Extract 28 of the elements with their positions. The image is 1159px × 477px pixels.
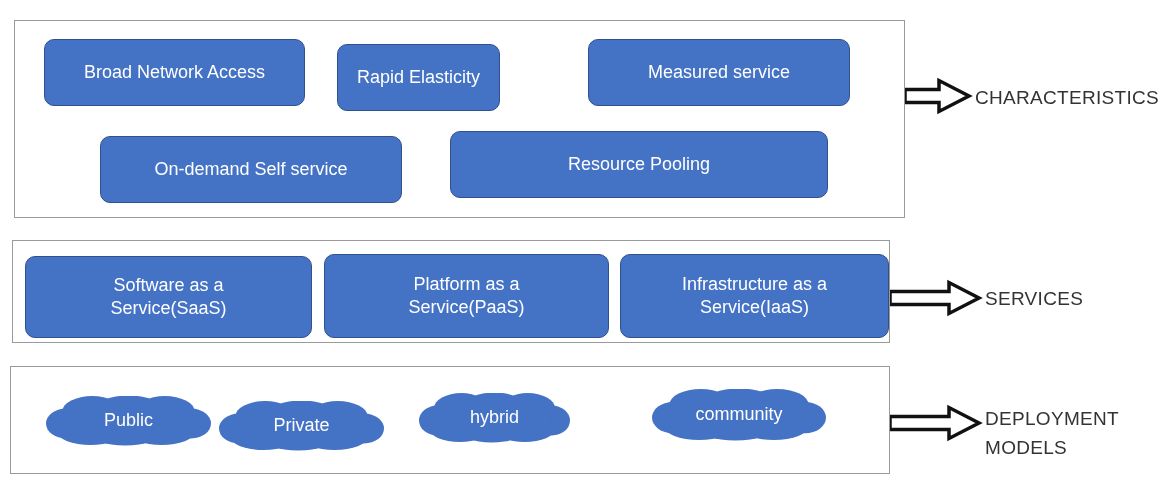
layer-panel (12, 240, 890, 343)
block-arrow (903, 77, 973, 115)
rounded-box (324, 254, 609, 338)
layer-label: DEPLOYMENT MODELS (985, 405, 1150, 462)
layer-label: SERVICES (985, 285, 1105, 314)
box-label: Infrastructure as a Service(IaaS) (680, 272, 829, 319)
block-arrow (888, 404, 983, 442)
box-label: Platform as a Service(PaaS) (407, 272, 526, 319)
box-label: Private (273, 414, 330, 438)
block-arrow (888, 279, 983, 317)
rounded-box (25, 256, 312, 338)
rounded-box (44, 39, 305, 106)
box-label: Broad Network Access (83, 60, 266, 84)
box-label: Public (104, 409, 153, 433)
box-label: Software as a Service(SaaS) (109, 273, 228, 320)
box-label: Rapid Elasticity (356, 65, 480, 89)
rounded-box (337, 44, 500, 111)
rounded-box (620, 254, 889, 338)
box-label: Resource Pooling (567, 152, 711, 176)
layer-panel (14, 20, 905, 218)
box-label: On-demand Self service (154, 157, 348, 181)
rounded-box (450, 131, 828, 198)
box-label: Measured service (647, 60, 791, 84)
box-label: hybrid (470, 406, 519, 430)
layer-panel (10, 366, 890, 474)
rounded-box (100, 136, 402, 203)
rounded-box (588, 39, 850, 106)
box-label: community (695, 403, 783, 427)
